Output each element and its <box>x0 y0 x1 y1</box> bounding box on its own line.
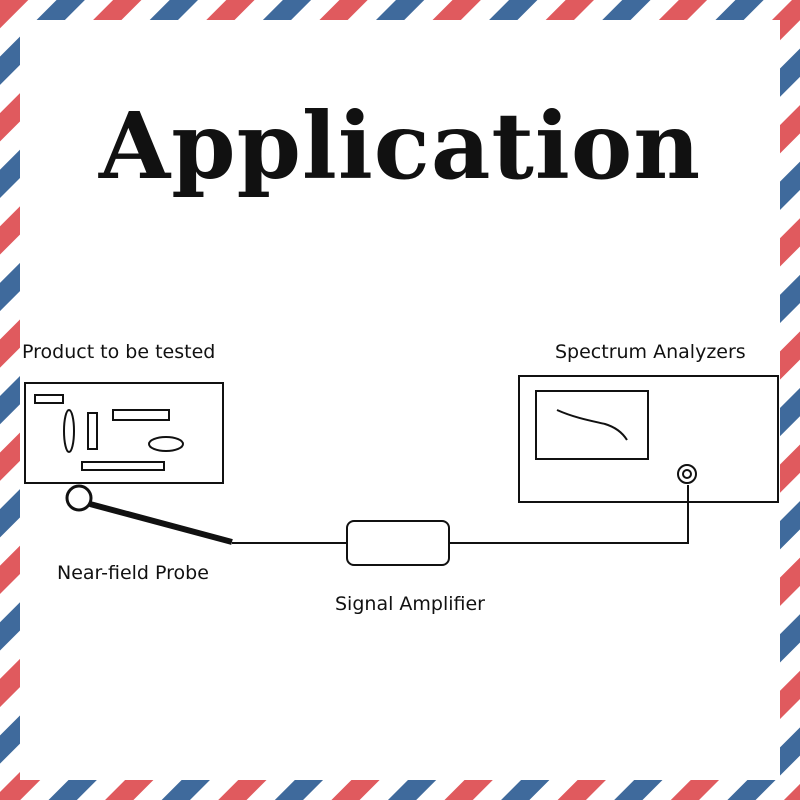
label-signal-amplifier: Signal Amplifier <box>335 593 485 615</box>
product-board <box>24 382 224 484</box>
white-panel <box>20 20 780 780</box>
spectrum-analyzer <box>518 375 779 503</box>
near-field-probe <box>65 484 233 545</box>
cable-amplifier-analyzer <box>449 485 689 544</box>
label-product-to-be-tested: Product to be tested <box>22 341 216 363</box>
page-title: Application <box>98 92 702 200</box>
signal-amplifier-box <box>346 520 450 566</box>
label-near-field-probe: Near-field Probe <box>57 562 209 584</box>
label-spectrum-analyzers: Spectrum Analyzers <box>555 341 746 363</box>
